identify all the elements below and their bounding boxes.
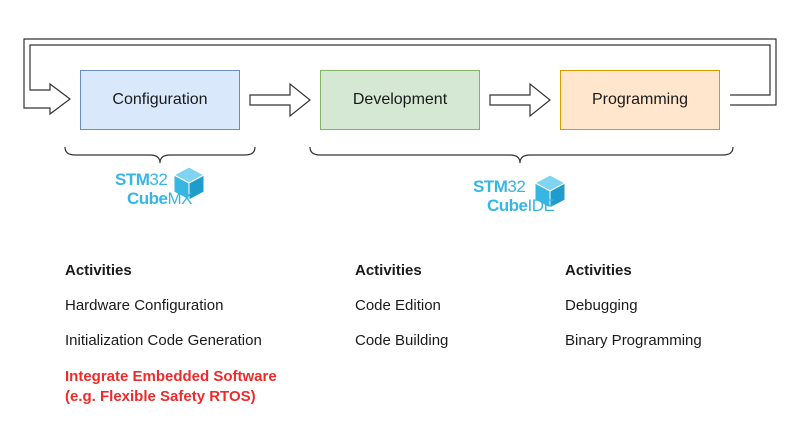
arrow-dev-to-prog [489, 82, 551, 118]
cube-icon [533, 174, 567, 209]
logo-stm: STM [115, 170, 150, 189]
stage-configuration: Configuration [80, 70, 240, 130]
logo-32: 32 [149, 170, 168, 189]
logo-cube: Cube [127, 189, 168, 208]
highlight-line: Integrate Embedded Software [65, 368, 277, 385]
logo-mx: MX [167, 189, 193, 208]
activities-heading: Activities [565, 262, 632, 279]
stage-programming-label: Programming [591, 91, 689, 108]
logo-stm: STM [473, 177, 508, 196]
activity-item: Debugging [565, 297, 638, 314]
brace-cubemx [64, 146, 256, 164]
activities-heading: Activities [355, 262, 422, 279]
logo-ide: IDE [527, 196, 555, 215]
stage-programming: Programming [560, 70, 720, 130]
activity-item: Code Building [355, 332, 449, 349]
activity-item: Code Edition [355, 297, 441, 314]
logo-cube: Cube [487, 196, 528, 215]
activity-item: Binary Programming [565, 332, 702, 349]
logo-32: 32 [507, 177, 526, 196]
cube-icon [172, 166, 206, 201]
loop-back-arrow [23, 38, 777, 116]
stage-configuration-label: Configuration [112, 91, 208, 108]
activity-item: Hardware Configuration [65, 297, 224, 314]
activity-highlight: Integrate Embedded Software (e.g. Flexib… [65, 367, 277, 407]
highlight-line: (e.g. Flexible Safety RTOS) [65, 388, 256, 405]
arrow-config-to-dev [249, 82, 311, 118]
activities-heading: Activities [65, 262, 132, 279]
activity-item: Initialization Code Generation [65, 332, 262, 349]
brace-cubeide [309, 146, 734, 164]
stage-development: Development [320, 70, 480, 130]
stage-development-label: Development [352, 91, 448, 108]
